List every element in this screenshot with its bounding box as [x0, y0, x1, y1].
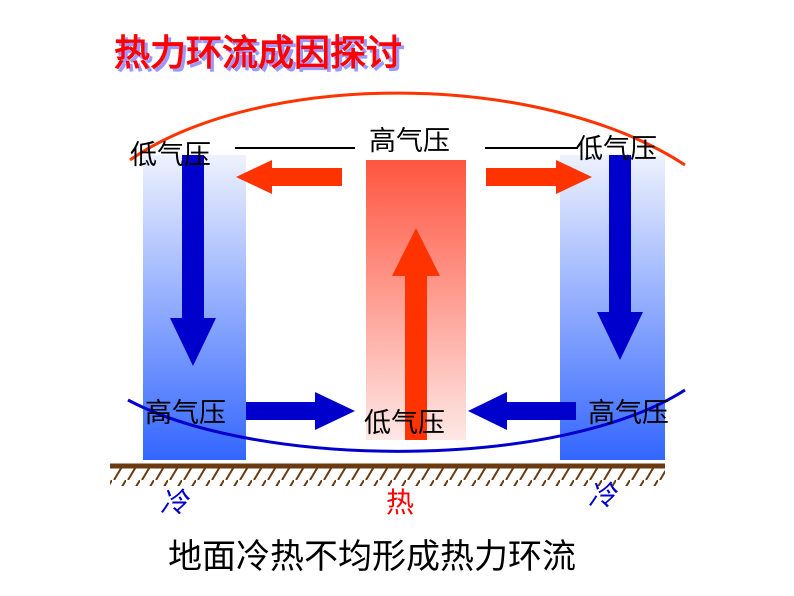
caption: 地面冷热不均形成热力环流: [168, 537, 576, 577]
upper-left-outflow-arrow: [236, 160, 342, 194]
label-high-pressure-lower-left: 高气压: [145, 398, 226, 429]
lower-right-inflow-arrow: [468, 392, 576, 430]
ground-hatching: [110, 468, 665, 486]
label-high-pressure-lower-right: 高气压: [588, 398, 669, 429]
title: 热力环流成因探讨: [114, 33, 402, 74]
ground-label-cold-right: 冷: [588, 479, 619, 512]
label-high-pressure-upper-center: 高气压: [369, 126, 450, 157]
left-descending-arrow: [170, 155, 216, 366]
ground-label-hot: 热: [386, 486, 414, 519]
upper-right-outflow-arrow: [486, 160, 592, 194]
lower-left-inflow-arrow: [246, 392, 355, 430]
label-low-pressure-upper-right: 低气压: [576, 134, 657, 165]
ground-label-cold-left: 冷: [160, 486, 191, 519]
upper-isobar-curve: [129, 91, 686, 167]
right-descending-arrow: [597, 155, 643, 360]
center-rising-arrow: [392, 228, 440, 440]
label-low-pressure-upper-left: 低气压: [130, 140, 211, 171]
lower-isobar-curve: [127, 388, 686, 453]
label-low-pressure-lower-center: 低气压: [364, 408, 445, 439]
